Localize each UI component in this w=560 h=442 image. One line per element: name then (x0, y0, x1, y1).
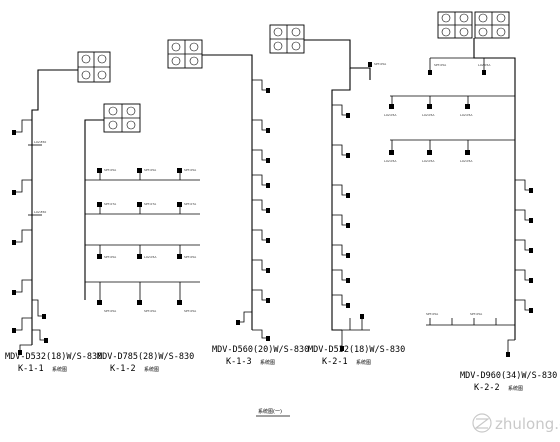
svg-text:SPT-05A: SPT-05A (144, 309, 157, 313)
system-sub-label: 系统图 (52, 366, 67, 373)
svg-text:LAV-05A: LAV-05A (478, 63, 491, 67)
svg-text:SPT-05A: SPT-05A (184, 255, 197, 259)
svg-text:SPT-07A: SPT-07A (144, 202, 157, 206)
indoor-branches (332, 104, 370, 351)
system-model-label: MDV-D960(34)W/S-830 (460, 371, 557, 381)
svg-text:LAV-05A: LAV-05A (460, 113, 473, 117)
svg-text:SPT-05A: SPT-05A (104, 255, 117, 259)
svg-text:SPT-05A: SPT-05A (104, 168, 117, 172)
system-sub-label: 系统图 (260, 359, 275, 366)
svg-text:LAV-05A: LAV-05A (384, 159, 397, 163)
svg-text:LAV-850: LAV-850 (34, 140, 46, 144)
svg-text:SPT-05A: SPT-05A (184, 309, 197, 313)
system-code-label: K-1-2 (110, 364, 136, 374)
svg-text:SPT-05A: SPT-05A (184, 168, 197, 172)
svg-text:LAV-05A: LAV-05A (422, 159, 435, 163)
system-code-label: K-2-1 (322, 357, 348, 367)
svg-text:SPT-07A: SPT-07A (184, 202, 197, 206)
svg-text:LAV-05A: LAV-05A (460, 159, 473, 163)
system-code-label: K-1-3 (226, 357, 252, 367)
svg-text:LAV-05A: LAV-05A (422, 113, 435, 117)
indoor-branches (236, 79, 270, 341)
outdoor-unit (167, 39, 203, 69)
system-sub-label: 系统图 (356, 359, 371, 366)
system-code-label: K-1-1 (18, 364, 44, 374)
outdoor-unit (77, 51, 111, 83)
svg-text:SPT-05A: SPT-05A (374, 62, 387, 66)
outdoor-unit (269, 24, 305, 54)
svg-text:SPT-05A: SPT-05A (104, 309, 117, 313)
system-sub-label: 系统图 (144, 366, 159, 373)
indoor-branches (12, 119, 48, 355)
system-code-label: K-2-2 (474, 383, 500, 393)
outdoor-unit (437, 11, 510, 39)
svg-text:LAV-05A: LAV-05A (384, 113, 397, 117)
watermark: zhulong.com (472, 413, 560, 433)
svg-text:SPT-05A: SPT-05A (470, 312, 483, 316)
system-model-label: MDV-D785(28)W/S-830 (97, 352, 194, 362)
outdoor-unit (103, 103, 141, 133)
svg-text:SPT-07A: SPT-07A (104, 202, 117, 206)
system-k-1-2: SPT-05A SPT-05A SPT-05A SPT-07A SPT-07A … (84, 103, 200, 313)
system-k-1-1: LAV-850 LAV-850 (12, 51, 111, 355)
system-labels: MDV-D532(18)W/S-830 K-1-1 系统图 MDV-D785(2… (5, 345, 557, 417)
system-sub-label: 系统图 (508, 385, 523, 392)
svg-text:SPT-05A: SPT-05A (426, 312, 439, 316)
svg-text:SPT-05A: SPT-05A (434, 63, 447, 67)
system-model-label: MDV-D532(18)W/S-830 (308, 345, 405, 355)
system-k-2-2: SPT-05A LAV-05A LAV-05A LAV-05A LAV-05A … (384, 11, 533, 357)
svg-text:LAV-05A: LAV-05A (144, 255, 157, 259)
system-model-label: MDV-D560(20)W/S-830 (212, 345, 309, 355)
svg-text:LAV-850: LAV-850 (34, 210, 46, 214)
drawing-title: 系统图(一) (258, 408, 282, 415)
system-k-2-1: SPT-05A (269, 24, 387, 351)
system-model-label: MDV-D532(18)W/S-830 (5, 352, 102, 362)
watermark-text: zhulong.com (495, 415, 560, 433)
system-k-1-3 (167, 39, 270, 341)
watermark-logo-icon (472, 413, 492, 433)
svg-text:SPT-05A: SPT-05A (144, 168, 157, 172)
